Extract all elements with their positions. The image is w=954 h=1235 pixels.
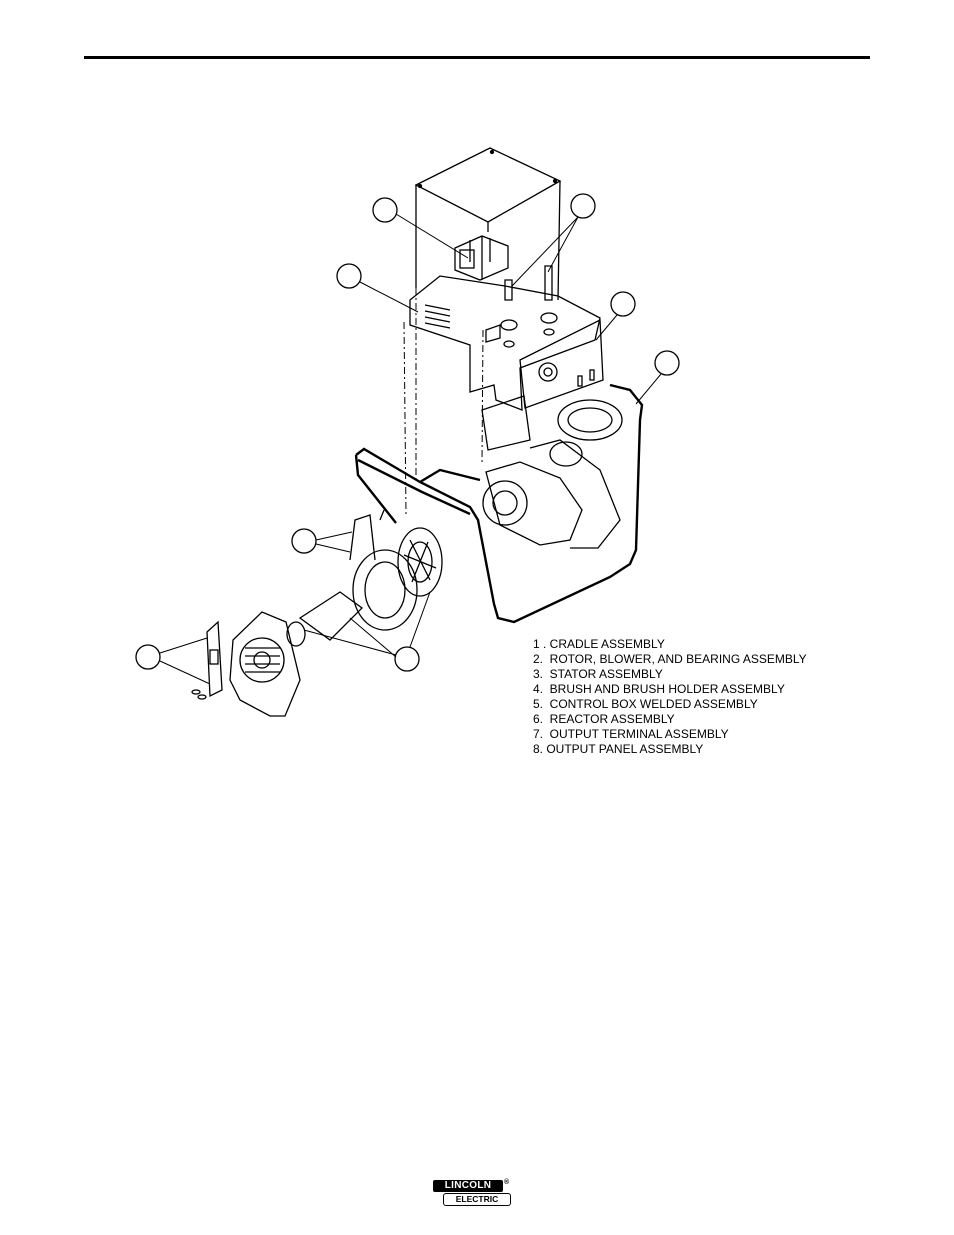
control-box-cover — [414, 147, 562, 301]
legend-item-cradle: 1 . CRADLE ASSEMBLY — [533, 637, 665, 651]
end-bracket-part — [229, 611, 301, 717]
reactor-part — [454, 235, 509, 281]
legend-item-reactor: 6. REACTOR ASSEMBLY — [533, 712, 675, 726]
legend-item-output-panel: 8. OUTPUT PANEL ASSEMBLY — [533, 742, 704, 756]
parts-legend: 1 . CRADLE ASSEMBLY 2. ROTOR, BLOWER, AN… — [533, 637, 807, 757]
callout-output-terminal — [570, 193, 596, 219]
output-terminals-part — [500, 265, 558, 348]
callout-rotor — [394, 646, 420, 672]
engine-part — [481, 395, 623, 549]
header-rule — [84, 56, 870, 59]
stator-part — [349, 509, 418, 631]
alignment-dash-lines — [403, 288, 484, 515]
control-box-housing — [409, 275, 601, 411]
brush-holder-part — [191, 620, 223, 700]
legend-item-brush: 4. BRUSH AND BRUSH HOLDER ASSEMBLY — [533, 682, 785, 696]
legend-item-stator: 3. STATOR ASSEMBLY — [533, 667, 663, 681]
callout-stator — [291, 528, 317, 554]
logo-lincoln-text: LINCOLN — [433, 1180, 503, 1192]
logo-electric-text: ELECTRIC — [443, 1193, 511, 1206]
output-panel-part — [519, 318, 604, 409]
logo-registered-mark: ® — [504, 1179, 510, 1186]
callout-reactor — [372, 197, 398, 223]
callout-brush-holder — [135, 644, 161, 670]
callout-control-box — [336, 263, 362, 289]
legend-item-rotor: 2. ROTOR, BLOWER, AND BEARING ASSEMBLY — [533, 652, 807, 666]
cradle-frame — [354, 383, 644, 624]
legend-item-control-box: 5. CONTROL BOX WELDED ASSEMBLY — [533, 697, 758, 711]
callout-cradle — [654, 350, 680, 376]
callout-circles — [135, 193, 680, 672]
leader-lines — [159, 213, 662, 685]
lincoln-electric-logo: LINCOLN ® ELECTRIC — [433, 1179, 521, 1207]
callout-output-panel — [610, 291, 636, 317]
legend-item-output-terminal: 7. OUTPUT TERMINAL ASSEMBLY — [533, 727, 729, 741]
